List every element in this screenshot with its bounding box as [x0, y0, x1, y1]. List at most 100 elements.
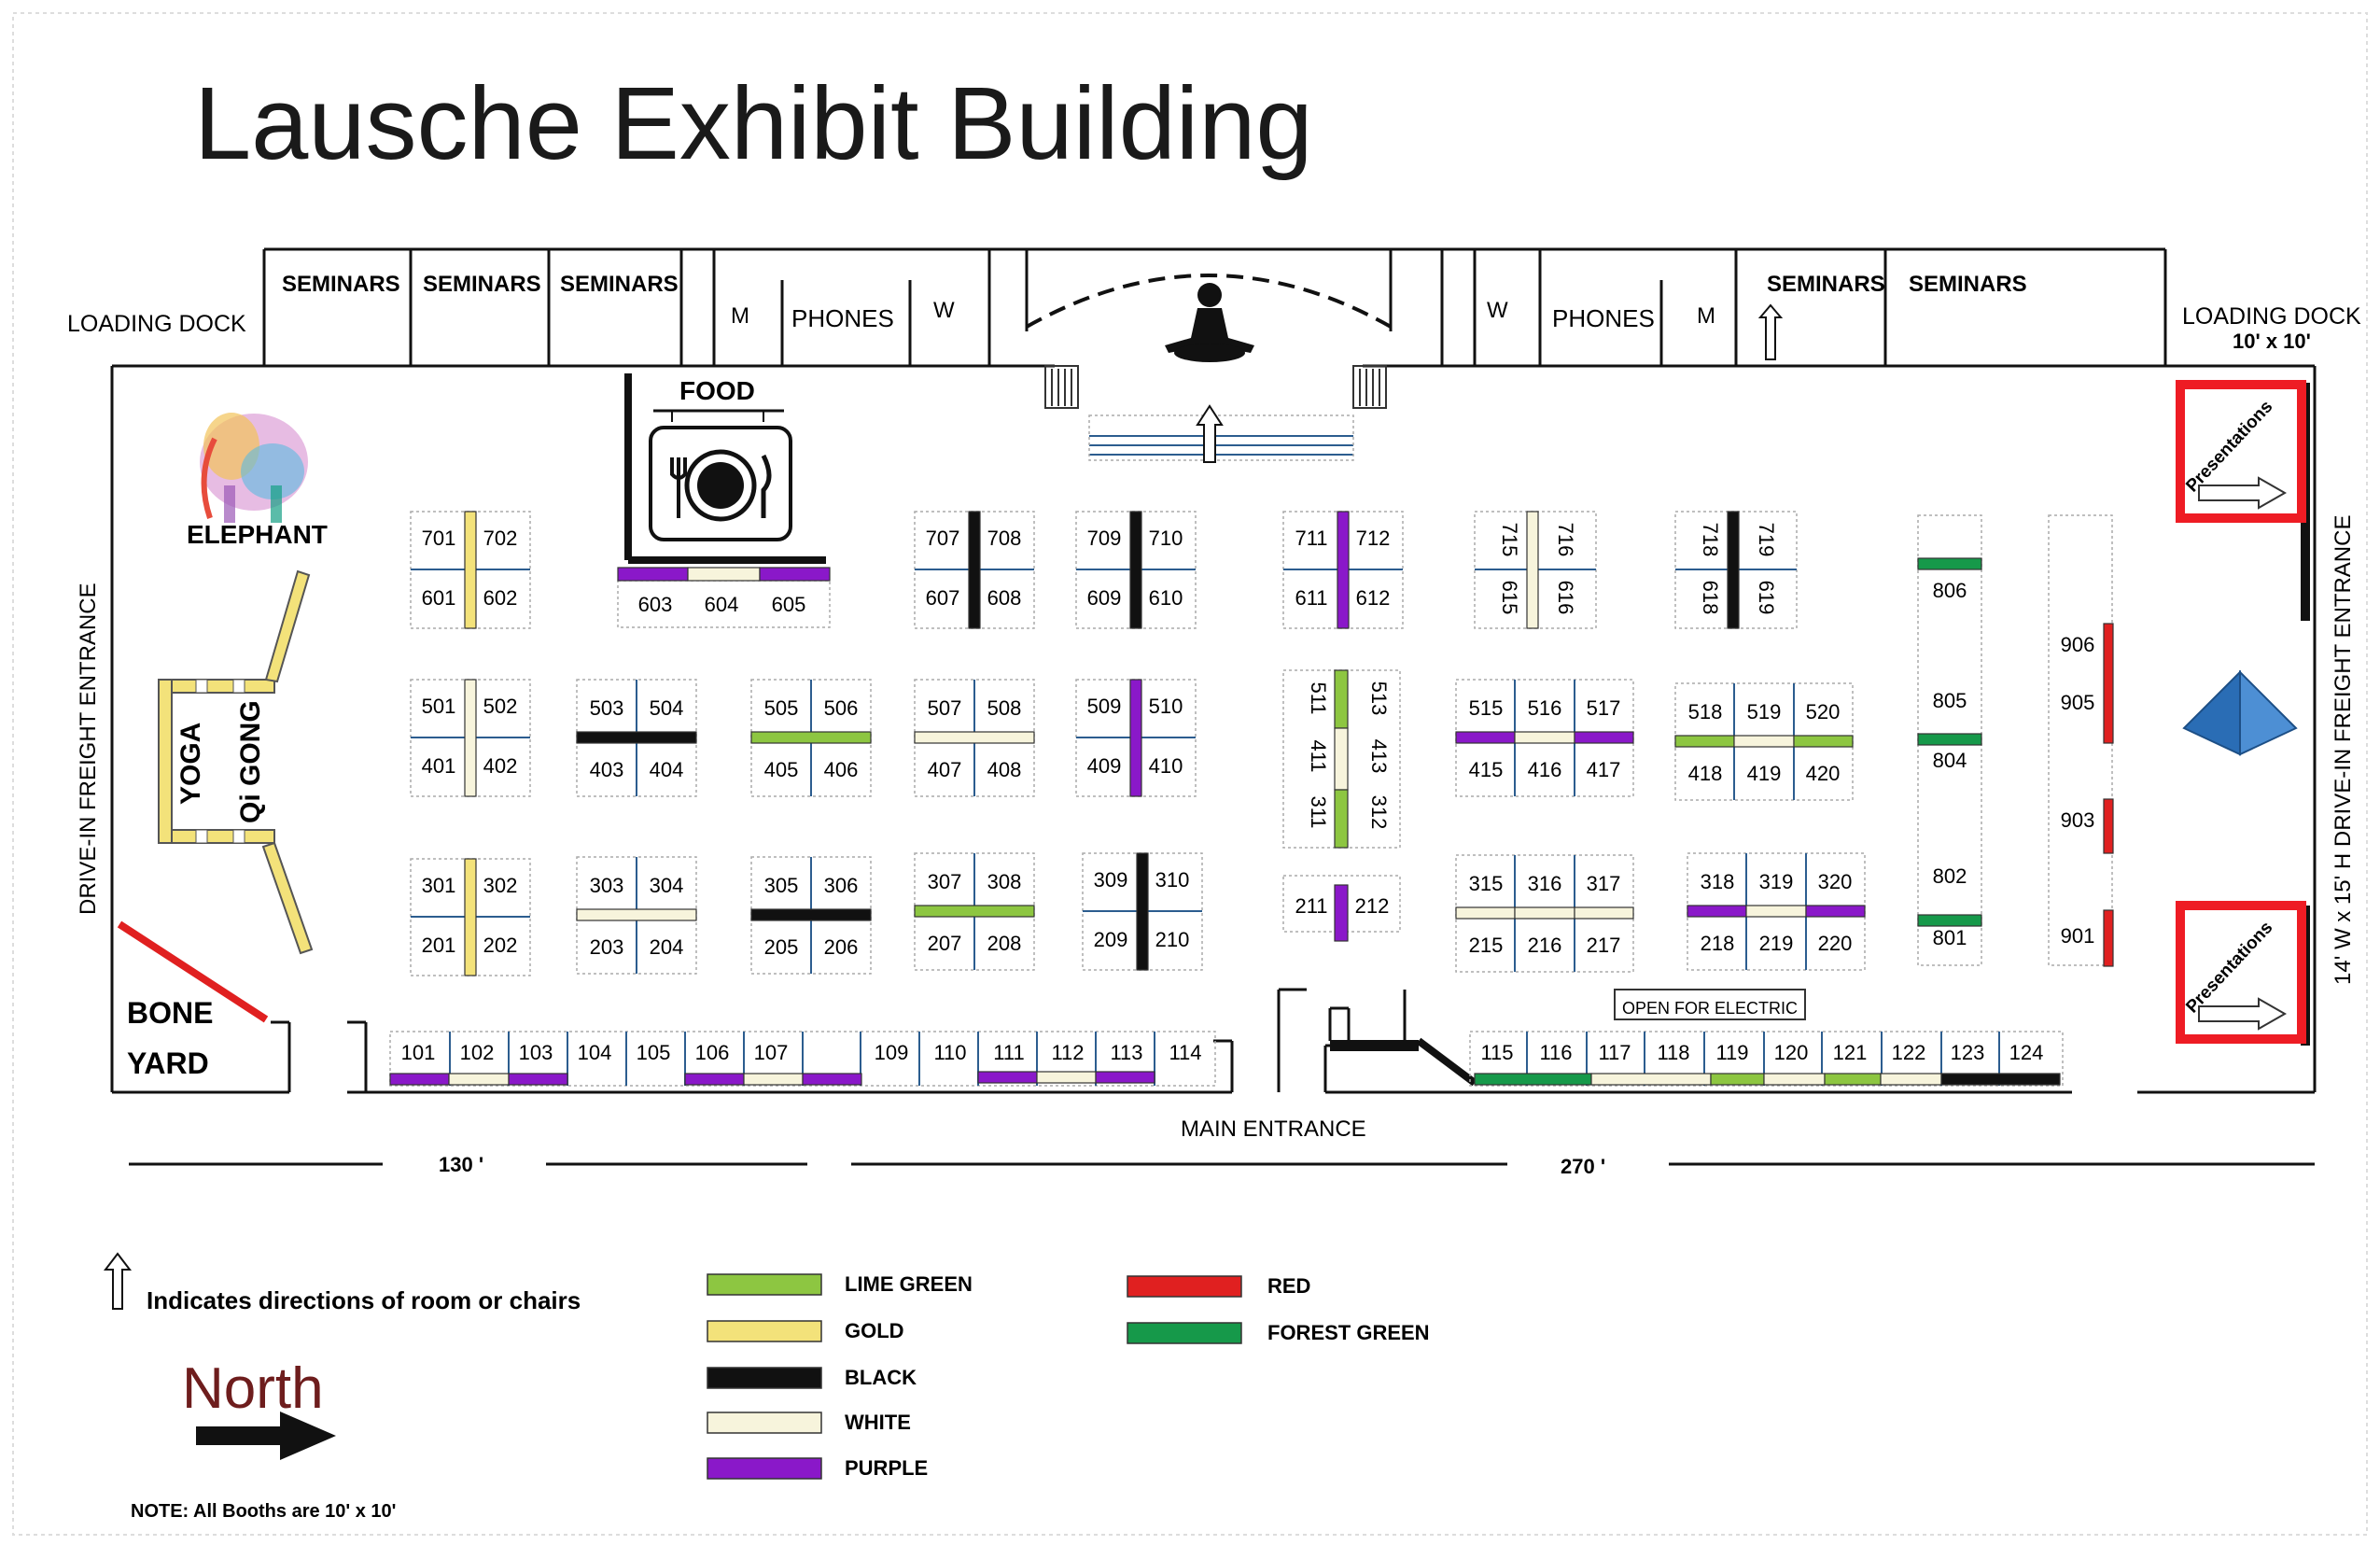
booth-903[interactable]: 903 — [2061, 808, 2095, 832]
booth-507[interactable]: 507 — [928, 696, 962, 720]
booth-513[interactable]: 513 — [1367, 681, 1391, 716]
booth-105[interactable]: 105 — [637, 1041, 671, 1064]
booth-505[interactable]: 505 — [764, 696, 799, 720]
booth-118[interactable]: 118 — [1657, 1041, 1689, 1064]
booth-520[interactable]: 520 — [1806, 700, 1841, 723]
booth-211[interactable]: 211 — [1295, 894, 1327, 918]
booth-318[interactable]: 318 — [1701, 870, 1735, 893]
booth-212[interactable]: 212 — [1355, 894, 1390, 918]
booth-804[interactable]: 804 — [1933, 749, 1967, 772]
booth-306[interactable]: 306 — [824, 874, 859, 897]
booth-205[interactable]: 205 — [764, 935, 799, 959]
booth-124[interactable]: 124 — [2009, 1041, 2044, 1064]
booth-806[interactable]: 806 — [1933, 579, 1967, 602]
booth-121[interactable]: 121 — [1833, 1041, 1868, 1064]
booth-209[interactable]: 209 — [1094, 928, 1128, 951]
booth-206[interactable]: 206 — [824, 935, 859, 959]
booth-417[interactable]: 417 — [1587, 758, 1621, 781]
booth-406[interactable]: 406 — [824, 758, 859, 781]
booth-315[interactable]: 315 — [1469, 872, 1504, 895]
booth-220[interactable]: 220 — [1818, 932, 1853, 955]
booth-115[interactable]: 115 — [1480, 1041, 1513, 1064]
booth-608[interactable]: 608 — [987, 586, 1022, 610]
booth-711[interactable]: 711 — [1295, 527, 1327, 550]
booth-320[interactable]: 320 — [1818, 870, 1853, 893]
booth-319[interactable]: 319 — [1759, 870, 1794, 893]
booth-519[interactable]: 519 — [1747, 700, 1782, 723]
booth-413[interactable]: 413 — [1367, 739, 1391, 774]
booth-719[interactable]: 719 — [1755, 523, 1778, 557]
booth-303[interactable]: 303 — [590, 874, 624, 897]
booth-601[interactable]: 601 — [422, 586, 456, 610]
booth-503[interactable]: 503 — [590, 696, 624, 720]
booth-112[interactable]: 112 — [1051, 1041, 1084, 1064]
booth-701[interactable]: 701 — [422, 527, 456, 550]
booth-411[interactable]: 411 — [1307, 739, 1330, 772]
booth-201[interactable]: 201 — [422, 934, 456, 957]
booth-217[interactable]: 217 — [1587, 934, 1621, 957]
booth-504[interactable]: 504 — [650, 696, 684, 720]
booth-309[interactable]: 309 — [1094, 868, 1128, 892]
booth-208[interactable]: 208 — [987, 932, 1022, 955]
booth-801[interactable]: 801 — [1933, 926, 1967, 949]
booth-122[interactable]: 122 — [1892, 1041, 1926, 1064]
booth-702[interactable]: 702 — [483, 527, 518, 550]
booth-802[interactable]: 802 — [1933, 864, 1967, 888]
booth-103[interactable]: 103 — [519, 1041, 553, 1064]
booth-611[interactable]: 611 — [1295, 586, 1327, 610]
booth-307[interactable]: 307 — [928, 870, 962, 893]
booth-216[interactable]: 216 — [1528, 934, 1562, 957]
booth-207[interactable]: 207 — [928, 932, 962, 955]
booth-420[interactable]: 420 — [1806, 762, 1841, 785]
booth-905[interactable]: 905 — [2061, 691, 2095, 714]
booth-619[interactable]: 619 — [1755, 581, 1778, 615]
booth-418[interactable]: 418 — [1688, 762, 1723, 785]
booth-116[interactable]: 116 — [1539, 1041, 1572, 1064]
booth-710[interactable]: 710 — [1149, 527, 1183, 550]
booth-511[interactable]: 511 — [1307, 681, 1330, 714]
booth-409[interactable]: 409 — [1087, 754, 1122, 778]
booth-712[interactable]: 712 — [1356, 527, 1391, 550]
booth-612[interactable]: 612 — [1356, 586, 1391, 610]
booth-515[interactable]: 515 — [1469, 696, 1504, 720]
booth-602[interactable]: 602 — [483, 586, 518, 610]
booth-101[interactable]: 101 — [401, 1041, 436, 1064]
booth-618[interactable]: 618 — [1699, 581, 1722, 615]
booth-305[interactable]: 305 — [764, 874, 799, 897]
booth-609[interactable]: 609 — [1087, 586, 1122, 610]
booth-401[interactable]: 401 — [422, 754, 456, 778]
booth-510[interactable]: 510 — [1149, 695, 1183, 718]
booth-104[interactable]: 104 — [578, 1041, 612, 1064]
booth-117[interactable]: 117 — [1598, 1041, 1631, 1064]
booth-605[interactable]: 605 — [772, 593, 806, 616]
booth-106[interactable]: 106 — [695, 1041, 730, 1064]
booth-113[interactable]: 113 — [1110, 1041, 1142, 1064]
booth-109[interactable]: 109 — [875, 1041, 909, 1064]
booth-407[interactable]: 407 — [928, 758, 962, 781]
booth-718[interactable]: 718 — [1699, 523, 1722, 557]
booth-110[interactable]: 110 — [933, 1041, 966, 1064]
booth-516[interactable]: 516 — [1528, 696, 1562, 720]
booth-219[interactable]: 219 — [1759, 932, 1794, 955]
booth-308[interactable]: 308 — [987, 870, 1022, 893]
booth-302[interactable]: 302 — [483, 874, 518, 897]
booth-107[interactable]: 107 — [754, 1041, 789, 1064]
booth-906[interactable]: 906 — [2061, 633, 2095, 656]
booth-716[interactable]: 716 — [1554, 523, 1577, 557]
booth-708[interactable]: 708 — [987, 527, 1022, 550]
booth-218[interactable]: 218 — [1701, 932, 1735, 955]
booth-402[interactable]: 402 — [483, 754, 518, 778]
booth-415[interactable]: 415 — [1469, 758, 1504, 781]
booth-304[interactable]: 304 — [650, 874, 684, 897]
booth-508[interactable]: 508 — [987, 696, 1022, 720]
booth-410[interactable]: 410 — [1149, 754, 1183, 778]
booth-709[interactable]: 709 — [1087, 527, 1122, 550]
booth-203[interactable]: 203 — [590, 935, 624, 959]
booth-607[interactable]: 607 — [926, 586, 960, 610]
booth-317[interactable]: 317 — [1587, 872, 1621, 895]
booth-119[interactable]: 119 — [1715, 1041, 1748, 1064]
booth-502[interactable]: 502 — [483, 695, 518, 718]
booth-416[interactable]: 416 — [1528, 758, 1562, 781]
booth-707[interactable]: 707 — [926, 527, 960, 550]
booth-204[interactable]: 204 — [650, 935, 684, 959]
